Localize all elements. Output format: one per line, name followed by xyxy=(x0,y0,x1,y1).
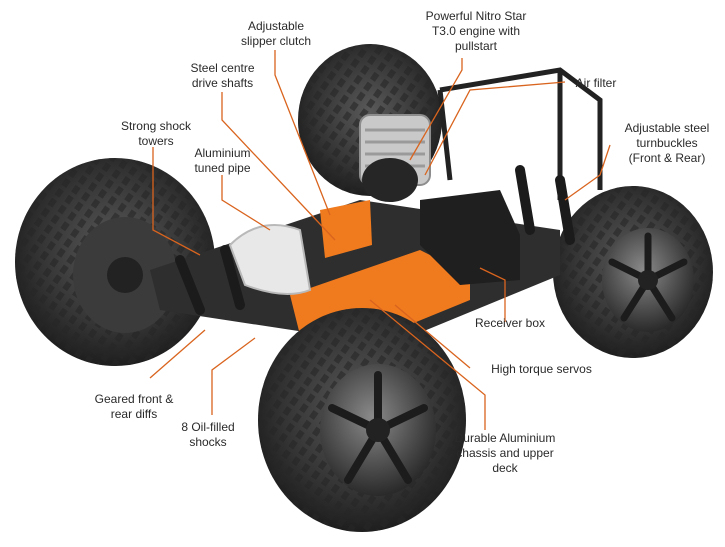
leader-receiver-box xyxy=(479,267,506,322)
leader-tuned-pipe xyxy=(221,175,271,231)
leader-slipper-clutch xyxy=(274,50,331,216)
leader-shock-towers xyxy=(152,147,201,256)
tire-front-right xyxy=(258,308,466,532)
leader-drive-shafts xyxy=(221,92,336,241)
chassis xyxy=(150,67,603,345)
label-shock-towers: Strong shock towers xyxy=(120,119,192,148)
label-diffs: Geared front & rear diffs xyxy=(94,392,174,421)
label-air-filter: Air filter xyxy=(575,76,617,90)
tire-rear-left xyxy=(553,186,713,358)
leader-diffs xyxy=(149,329,206,379)
leader-shocks xyxy=(211,337,256,415)
label-drive-shafts: Steel centre drive shafts xyxy=(190,61,255,90)
leader-chassis xyxy=(369,299,486,430)
leader-turnbuckles xyxy=(564,144,611,201)
leader-lines xyxy=(149,50,611,430)
tire-front-left xyxy=(15,158,215,366)
label-servos: High torque servos xyxy=(491,362,592,376)
label-slipper-clutch: Adjustable slipper clutch xyxy=(240,19,312,48)
label-chassis: Durable Aluminium chassis and upper deck xyxy=(454,431,556,475)
label-shocks: 8 Oil-filled shocks xyxy=(181,420,235,449)
leader-servos xyxy=(394,304,471,369)
label-turnbuckles: Adjustable steel turnbuckles (Front & Re… xyxy=(624,121,710,165)
label-receiver-box: Receiver box xyxy=(474,316,546,330)
leader-nitro-engine xyxy=(409,58,463,161)
leader-air-filter xyxy=(424,81,566,176)
label-nitro-engine: Powerful Nitro Star T3.0 engine with pul… xyxy=(425,9,527,53)
label-tuned-pipe: Aluminium tuned pipe xyxy=(194,146,251,175)
